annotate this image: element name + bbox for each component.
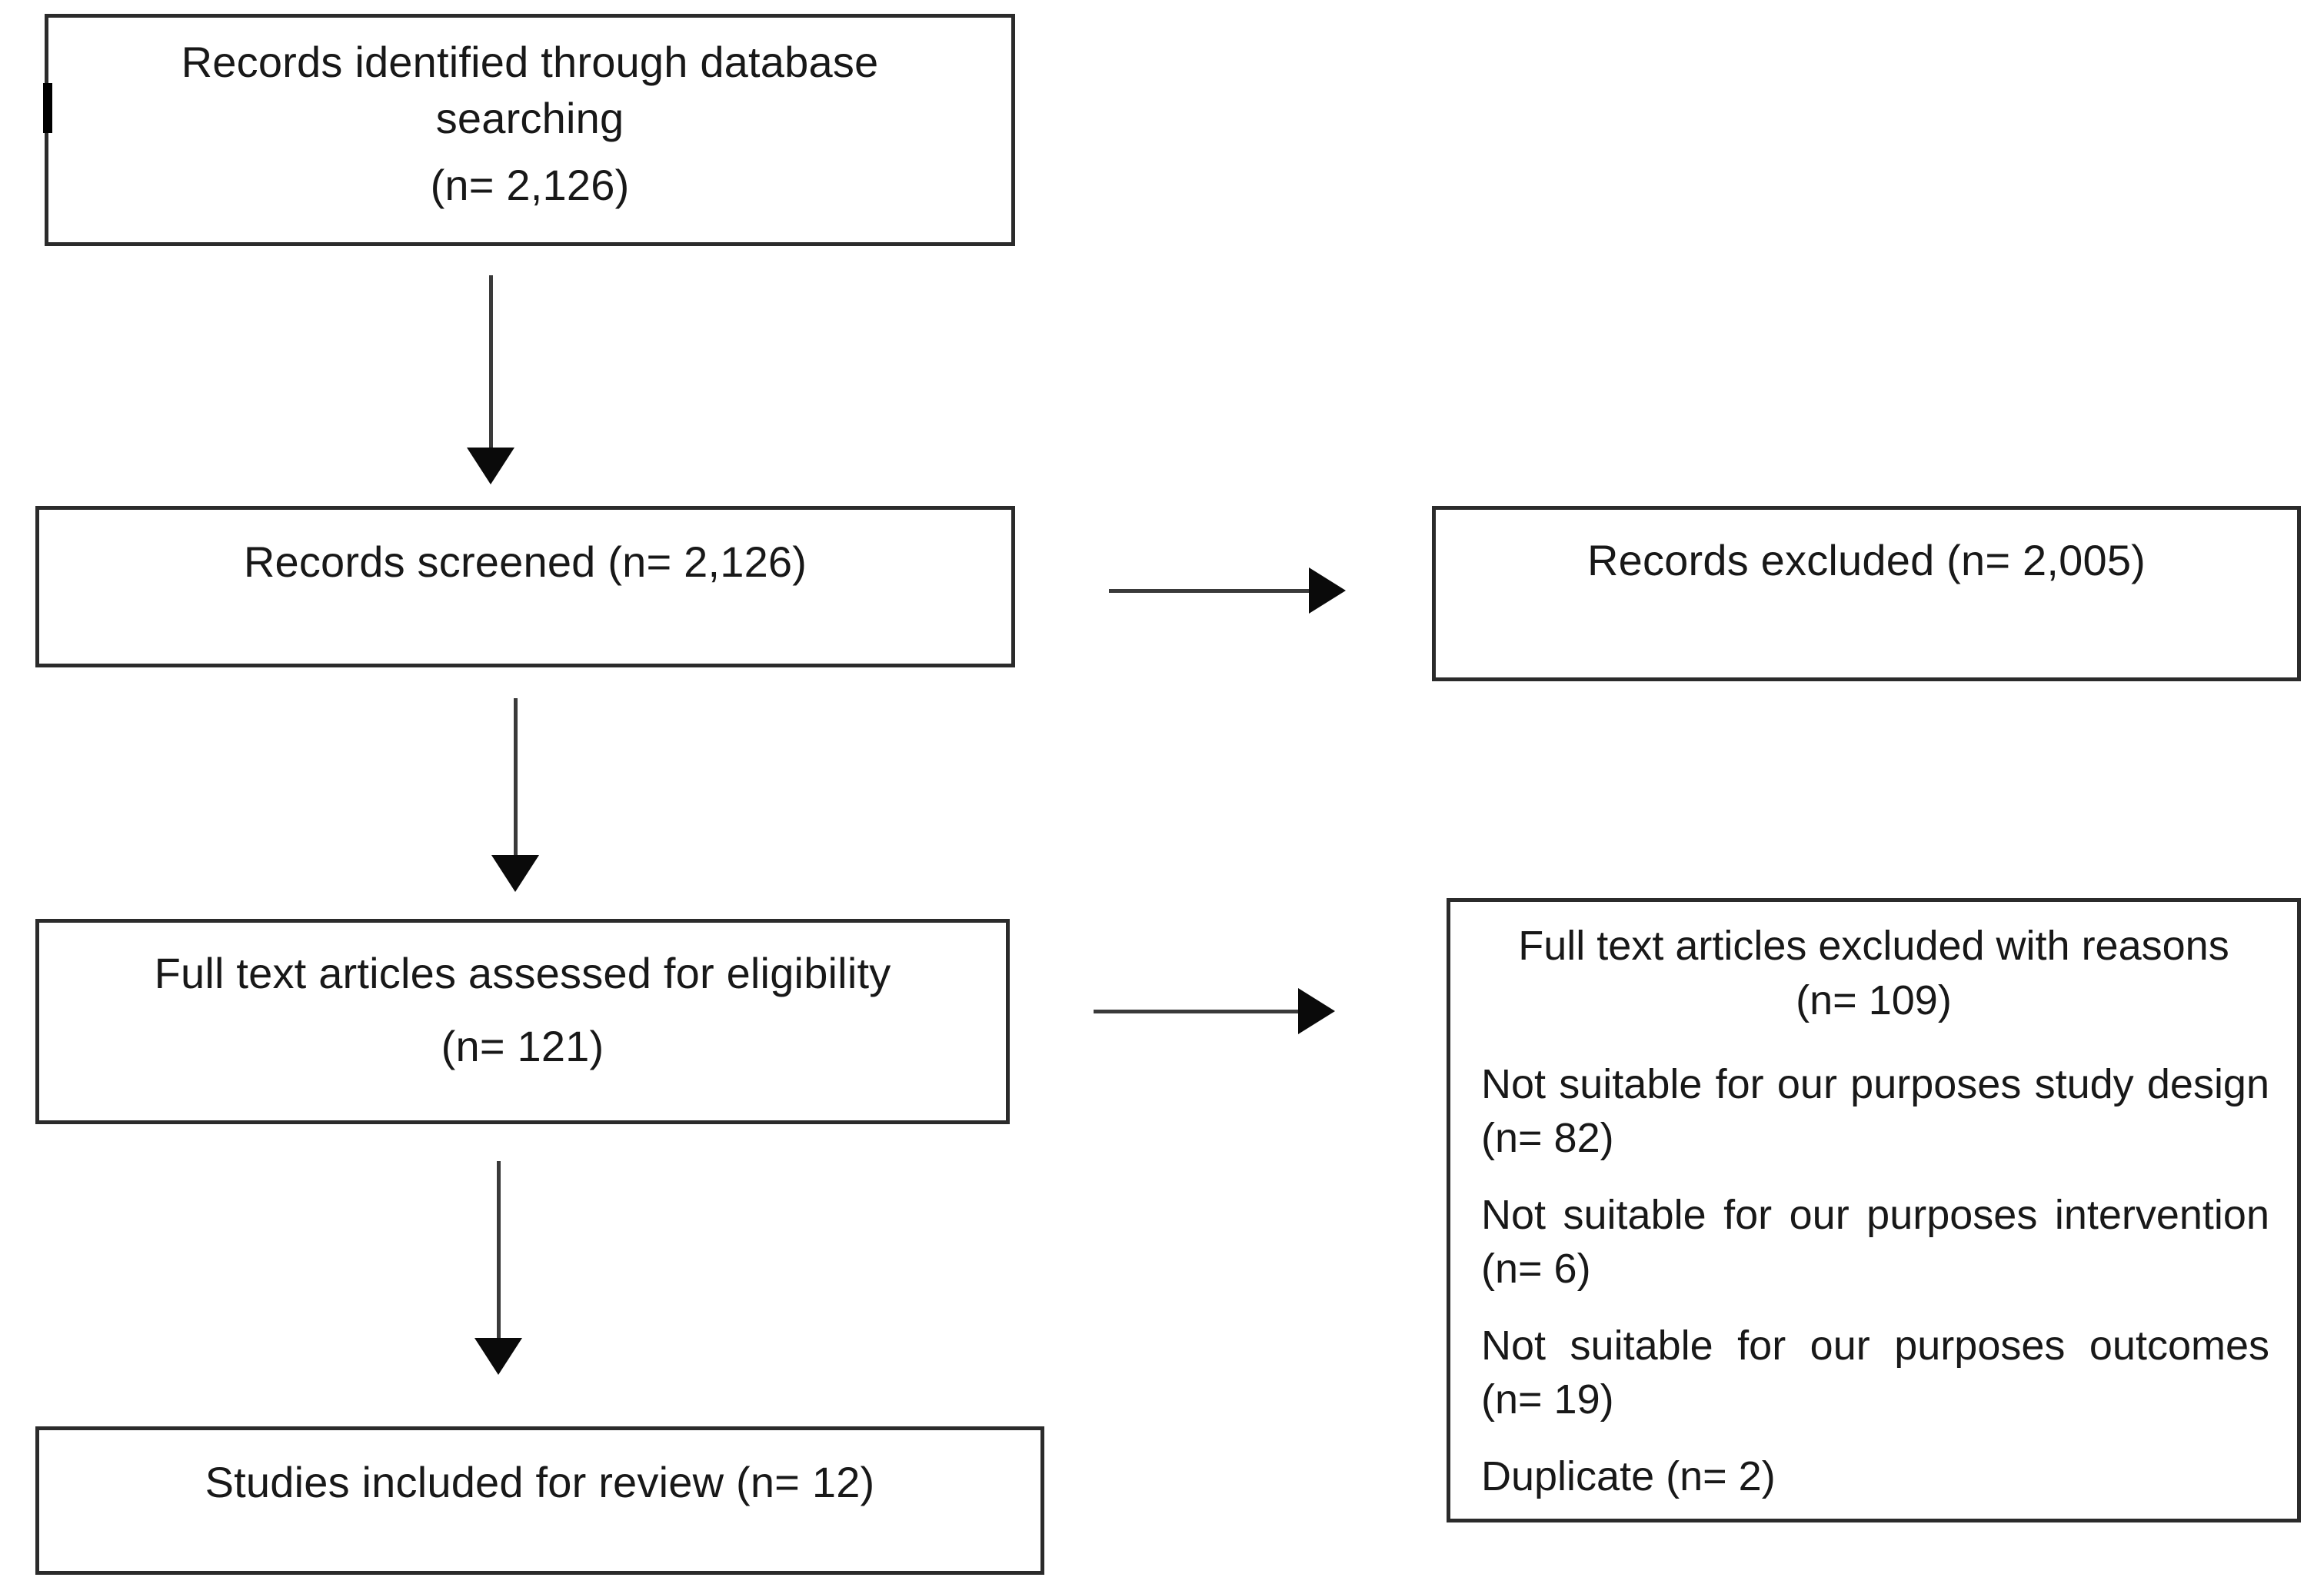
box-fulltext-assessed: Full text articles assessed for eligibil…: [35, 919, 1010, 1124]
arrow-right-screened-to-excluded-line: [1109, 589, 1310, 593]
arrow-right-screened-to-excluded-head-icon: [1309, 567, 1346, 614]
box-records-excluded: Records excluded (n= 2,005): [1432, 506, 2301, 681]
arrow-down-screened-to-eligibility-line: [514, 698, 518, 861]
box-studies-included: Studies included for review (n= 12): [35, 1426, 1044, 1575]
edge-tick-mark: [43, 83, 52, 133]
arrow-down-screened-to-eligibility-head-icon: [491, 855, 539, 892]
box-fulltext-assessed-line1: Full text articles assessed for eligibil…: [154, 949, 891, 997]
box-records-excluded-line1: Records excluded (n= 2,005): [1587, 536, 2146, 584]
arrow-down-identified-to-screened-head-icon: [467, 448, 514, 484]
box-fulltext-assessed-count: (n= 121): [441, 1022, 604, 1070]
exclusion-reason-item: Not suitable for our purposes outcomes (…: [1481, 1323, 2269, 1423]
box-records-identified-count: (n= 2,126): [430, 161, 630, 209]
arrow-right-eligibility-to-excluded-head-icon: [1298, 988, 1335, 1034]
arrow-down-eligibility-to-included-line: [497, 1161, 501, 1344]
box-records-identified-line1: Records identified through database sear…: [181, 38, 879, 142]
arrow-down-identified-to-screened-line: [489, 275, 493, 454]
box-records-screened-line1: Records screened (n= 2,126): [243, 537, 807, 586]
exclusion-reason-item: Not suitable for our purposes study desi…: [1481, 1061, 2269, 1162]
exclusion-reason-item: Duplicate (n= 2): [1481, 1453, 1776, 1499]
arrow-down-eligibility-to-included-head-icon: [474, 1338, 522, 1375]
box-records-screened: Records screened (n= 2,126): [35, 506, 1015, 667]
exclusion-reason-item: Not suitable for our purposes interventi…: [1481, 1192, 2269, 1293]
box-studies-included-line1: Studies included for review (n= 12): [205, 1458, 875, 1506]
box-records-identified: Records identified through database sear…: [45, 14, 1015, 246]
box-fulltext-excluded: Full text articles excluded with reasons…: [1447, 898, 2301, 1522]
arrow-right-eligibility-to-excluded-line: [1094, 1010, 1300, 1013]
box-fulltext-excluded-heading: Full text articles excluded with reasons…: [1518, 923, 2229, 1024]
